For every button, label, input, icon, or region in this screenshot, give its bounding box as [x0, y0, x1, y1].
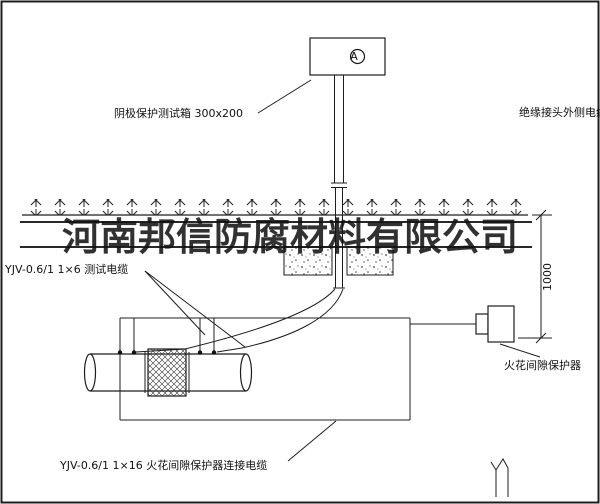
pipe: [83, 348, 253, 397]
leader-spark-cable: [287, 420, 337, 462]
leader-spark-gap: [499, 343, 541, 358]
concrete-block-right: [346, 246, 394, 276]
watermark: 河南邦信防腐材料有限公司: [20, 217, 532, 259]
leader-lines: [144, 79, 541, 462]
pipe-break-symbol: [490, 458, 509, 497]
pipe-end-right: [239, 353, 253, 392]
pipe-connection-points: [117, 350, 217, 355]
concrete-foundations: [283, 246, 394, 276]
label-spark-gap: 火花间隙保护器: [504, 358, 581, 372]
label-outer-cable: 绝缘接头外侧电缆: [519, 105, 600, 119]
test-cable-left: [135, 288, 336, 353]
ammeter-letter: A: [350, 50, 358, 63]
watermark-lines: [20, 221, 532, 248]
label-test-cable: YJV-0.6/1 1×6 测试电缆: [4, 263, 128, 276]
conduit-lower: [333, 188, 345, 289]
label-test-box: 阴极保护测试箱 300x200: [114, 106, 243, 120]
insulating-joint: [147, 348, 187, 397]
test-cable-right: [216, 288, 344, 353]
leader-test-box: [257, 79, 312, 114]
leader-test-cable-1: [144, 270, 206, 336]
dim-ticks: [535, 209, 547, 344]
test-box-outline: [309, 37, 386, 76]
dimension-1000: [518, 209, 552, 344]
conduit-coupling: [331, 182, 347, 188]
pipe-end-left: [83, 353, 97, 392]
test-cables: [135, 288, 344, 353]
weld-dot: [211, 350, 217, 355]
weld-dot: [197, 350, 203, 355]
ground-surface: [22, 199, 528, 216]
test-box: [309, 37, 386, 76]
watermark-text: 河南邦信防腐材料有限公司: [62, 217, 518, 259]
ammeter-icon: [349, 48, 366, 65]
weld-dot: [117, 350, 123, 355]
leader-test-cable-2: [144, 270, 246, 348]
joint-flanges: [144, 352, 190, 393]
spark-gap-body: [487, 305, 515, 343]
connection-stubs: [133, 318, 215, 352]
concrete-block-left: [283, 246, 333, 276]
spark-gap-cable-loop: [119, 317, 476, 421]
conduit-upper: [334, 75, 344, 183]
ground-hatch-icon: [24, 199, 524, 215]
spark-gap-protector: [475, 305, 515, 343]
break-symbol-icon: [490, 458, 509, 497]
spark-gap-stem: [475, 313, 489, 335]
dimension-text: 1000: [541, 263, 554, 291]
label-spark-cable: YJV-0.6/1 1×16 火花间隙保护器连接电缆: [59, 458, 267, 472]
conduit-riser: [331, 75, 347, 289]
weld-dot: [131, 350, 137, 355]
